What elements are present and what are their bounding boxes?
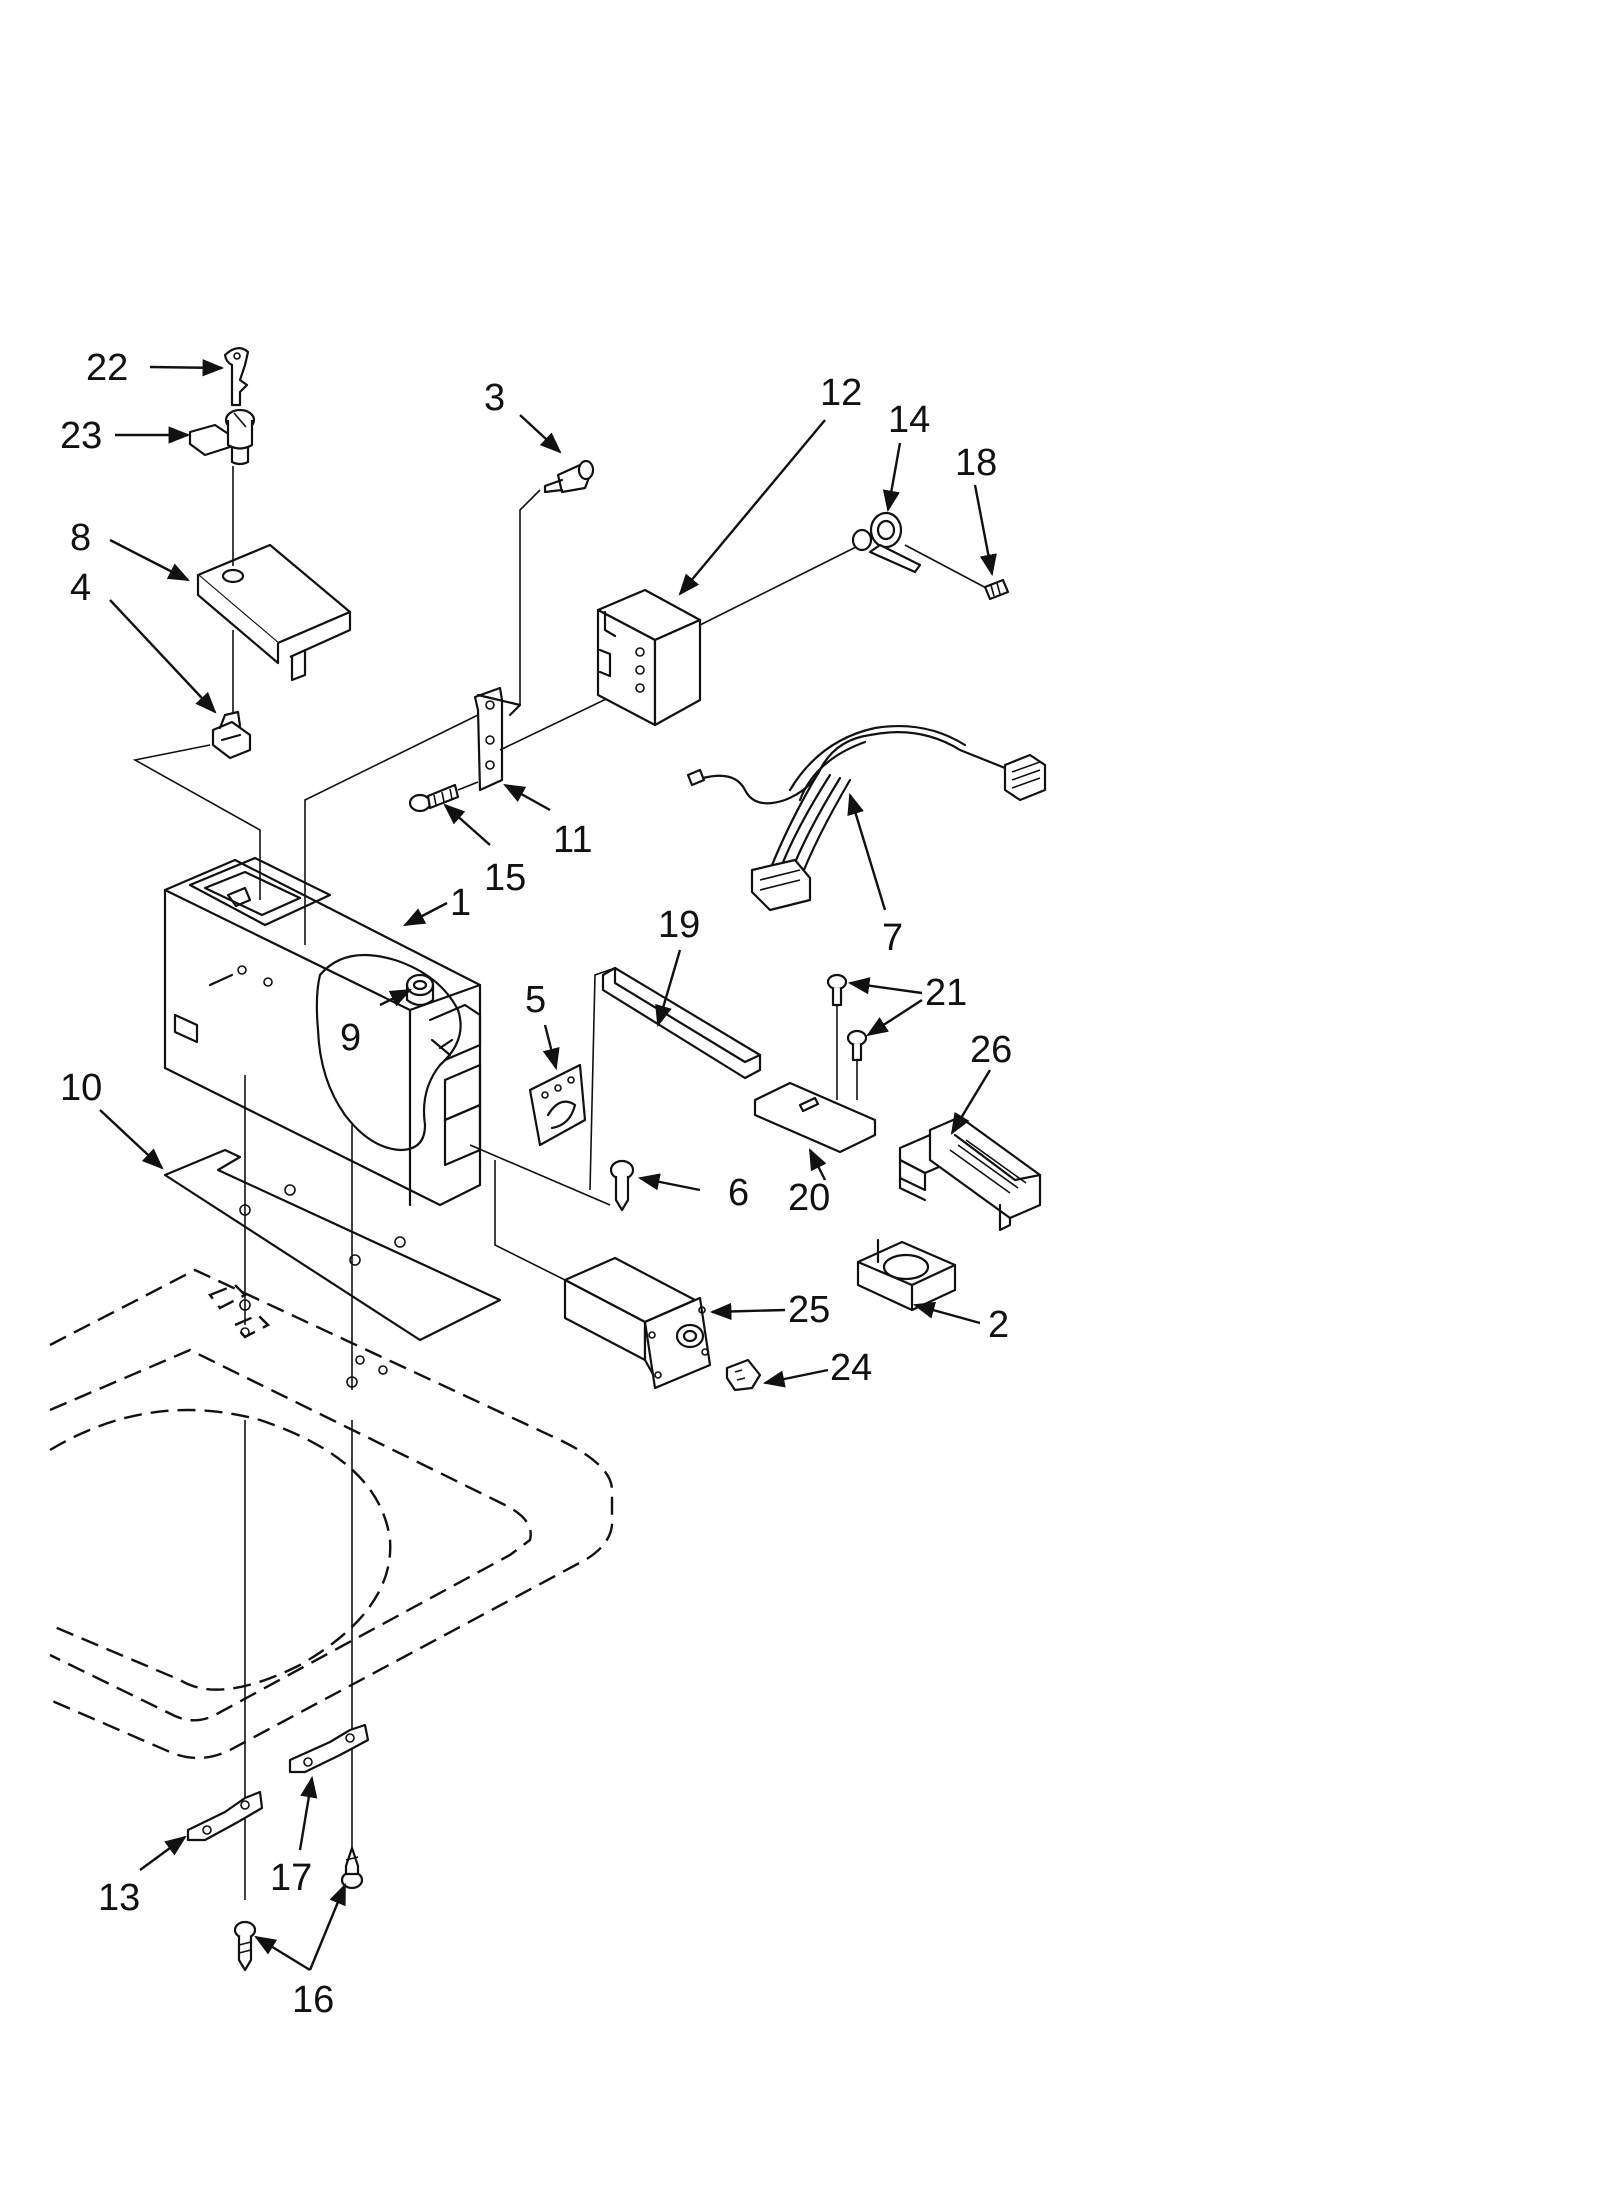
screw-6-leader xyxy=(469,1144,611,1206)
callout-12: 12 xyxy=(820,372,862,414)
plate-part-20 xyxy=(753,1081,877,1154)
screw-part-6 xyxy=(609,1159,635,1212)
control-module-part-12 xyxy=(596,588,702,727)
callout-23: 23 xyxy=(60,415,102,457)
callout-18: 18 xyxy=(955,442,997,484)
bar-part-19 xyxy=(601,966,762,1080)
callout-5: 5 xyxy=(525,979,546,1021)
cup-part-2 xyxy=(856,1238,957,1312)
callout-16: 16 xyxy=(292,1979,334,2021)
callout-17: 17 xyxy=(270,1857,312,1899)
callout-15: 15 xyxy=(484,857,526,899)
knob-part-14 xyxy=(851,511,922,574)
callout-labels: 22 23 8 4 3 12 14 18 11 15 7 1 19 9 5 6 … xyxy=(60,347,1012,2021)
callout-8: 8 xyxy=(70,517,91,559)
pin-part-24 xyxy=(725,1358,762,1392)
solenoid-part-25 xyxy=(563,1256,712,1390)
callout-22: 22 xyxy=(86,347,128,389)
bracket-part-13 xyxy=(186,1790,264,1842)
washer-top-outline xyxy=(49,1268,614,1760)
screw-part-21-a xyxy=(826,973,848,1007)
set-screw-part-18 xyxy=(983,578,1010,601)
callout-13: 13 xyxy=(98,1877,140,1919)
wire-harness-part-7 xyxy=(686,725,1047,912)
callout-20: 20 xyxy=(788,1177,830,1219)
callout-3: 3 xyxy=(484,377,505,419)
callout-26: 26 xyxy=(970,1029,1012,1071)
callout-14: 14 xyxy=(888,399,930,441)
bracket-leader-module xyxy=(499,689,626,751)
strike-plate-part-5 xyxy=(528,1063,587,1147)
callout-1: 1 xyxy=(450,882,471,924)
screw-part-3 xyxy=(543,459,595,494)
lock-cylinder-part-23 xyxy=(188,408,256,466)
bracket-part-11 xyxy=(473,686,522,792)
callout-arrows xyxy=(99,359,997,1972)
screw-part-21-b xyxy=(846,1029,868,1062)
callout-11: 11 xyxy=(553,819,592,861)
bracket-leader-up xyxy=(519,489,541,705)
module-leader xyxy=(699,544,861,626)
pad-part-10 xyxy=(163,1148,502,1342)
solenoid-leader xyxy=(494,1160,566,1281)
callout-6: 6 xyxy=(728,1172,749,1214)
callout-21: 21 xyxy=(925,972,967,1014)
screw-part-16-a xyxy=(233,1920,257,1972)
clip-to-housing-leader xyxy=(132,744,261,900)
screw-15-leader xyxy=(457,781,479,791)
callout-25: 25 xyxy=(788,1289,830,1331)
cover-part-8 xyxy=(196,543,352,682)
plug-part-9 xyxy=(405,973,435,1007)
callout-19: 19 xyxy=(658,904,700,946)
bracket-leader-housing xyxy=(304,714,479,945)
screw-part-15 xyxy=(408,783,460,813)
key-lock-part-22 xyxy=(223,347,250,407)
callout-9: 9 xyxy=(340,1017,361,1059)
callout-10: 10 xyxy=(60,1067,102,1109)
knob-leader xyxy=(904,544,991,591)
lid-switch-part-26 xyxy=(898,1115,1042,1232)
callout-24: 24 xyxy=(830,1347,872,1389)
bar-leader xyxy=(589,967,616,1191)
callout-2: 2 xyxy=(988,1304,1009,1346)
callout-4: 4 xyxy=(70,567,91,609)
callout-7: 7 xyxy=(882,917,903,959)
screw-part-16-b xyxy=(340,1846,364,1890)
clip-part-4 xyxy=(211,710,252,760)
bracket-part-17 xyxy=(288,1723,370,1774)
housing-leader-lines xyxy=(239,1075,388,1900)
console-housing-part-1 xyxy=(163,856,482,1207)
